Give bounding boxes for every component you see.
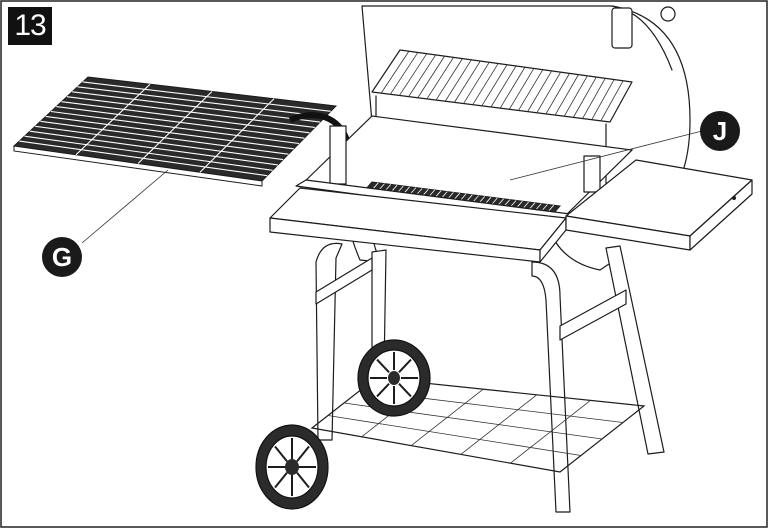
leader-line-g <box>81 169 169 244</box>
lid-hinge <box>611 7 633 49</box>
grate-support-left <box>329 125 347 185</box>
step-number-badge: 13 <box>8 7 52 45</box>
wheel-back <box>357 339 431 417</box>
callout-label-j: J <box>700 111 740 151</box>
callout-label-g: G <box>42 237 82 277</box>
cooking-grate-g <box>12 76 338 187</box>
warming-rack <box>371 49 633 191</box>
side-shelf <box>565 159 753 251</box>
barrel-body <box>295 5 691 271</box>
leader-line-j <box>509 130 703 181</box>
grate-support-right <box>583 155 601 193</box>
front-shelf <box>269 187 567 263</box>
thermometer <box>660 6 676 22</box>
wheel-front <box>255 424 329 510</box>
